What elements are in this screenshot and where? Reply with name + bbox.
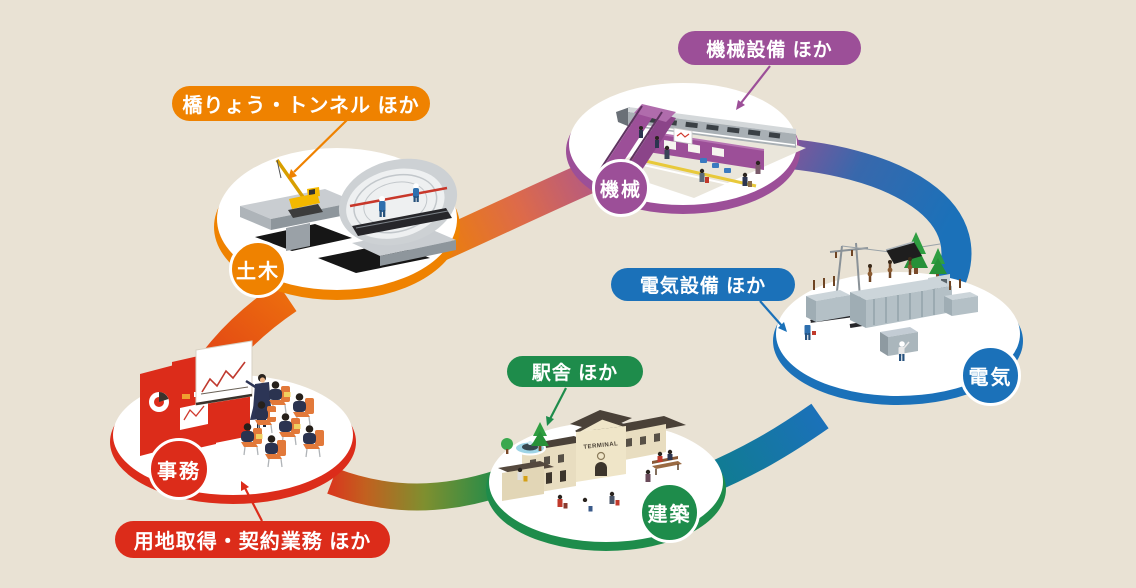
badge-machinery[interactable]: 機械 (592, 159, 650, 217)
leader-machinery (736, 65, 771, 110)
audience (241, 381, 324, 468)
electric-illustration (804, 232, 978, 361)
badge-civil[interactable]: 土木 (229, 240, 287, 298)
leader-civil (288, 119, 348, 179)
architecture-illustration: TERMINAL (498, 410, 686, 512)
office-illustration (140, 340, 324, 468)
bushings (867, 257, 913, 282)
label-pill-electric[interactable]: 電気設備 ほか (611, 268, 795, 301)
ribbon-machinery-electric (761, 137, 972, 302)
station-sign-text: TERMINAL (583, 441, 618, 451)
leader-architecture (546, 387, 567, 426)
ribbon-architecture-office (327, 468, 505, 511)
label-pill-civil[interactable]: 橋りょう・トンネル ほか (172, 86, 430, 121)
label-pill-machinery[interactable]: 機械設備 ほか (678, 31, 861, 65)
leader-office (241, 481, 263, 522)
badge-electric[interactable]: 電気 (960, 345, 1021, 406)
label-pill-office[interactable]: 用地取得・契約業務 ほか (115, 521, 390, 558)
civil-illustration (240, 158, 458, 273)
leader-electric (759, 300, 787, 332)
badge-office[interactable]: 事務 (148, 438, 210, 500)
badge-architecture[interactable]: 建築 (639, 482, 700, 543)
tunnel-workers (379, 183, 419, 217)
ribbon-electric-architecture (700, 403, 829, 494)
label-pill-architecture[interactable]: 駅舎 ほか (507, 356, 643, 387)
leader-lines (241, 65, 787, 522)
